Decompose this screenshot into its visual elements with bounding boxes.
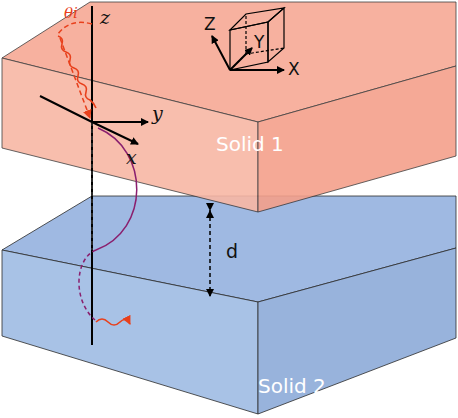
crystal-axis: Y [254,34,264,51]
axis-label: z [100,8,110,27]
solid-label: Solid 2 [258,374,326,398]
distance-label: d [226,242,238,261]
axis-label: y [152,104,163,123]
solid-slab: Solid 1 [216,132,284,156]
crystal-axis: X [288,61,300,78]
angle-label: θi [64,6,78,21]
solid-slab: Solid 2 [258,374,326,398]
axis-label: x [126,148,137,167]
crystal-axis: Z [204,16,216,33]
solid-label: Solid 1 [216,132,284,156]
